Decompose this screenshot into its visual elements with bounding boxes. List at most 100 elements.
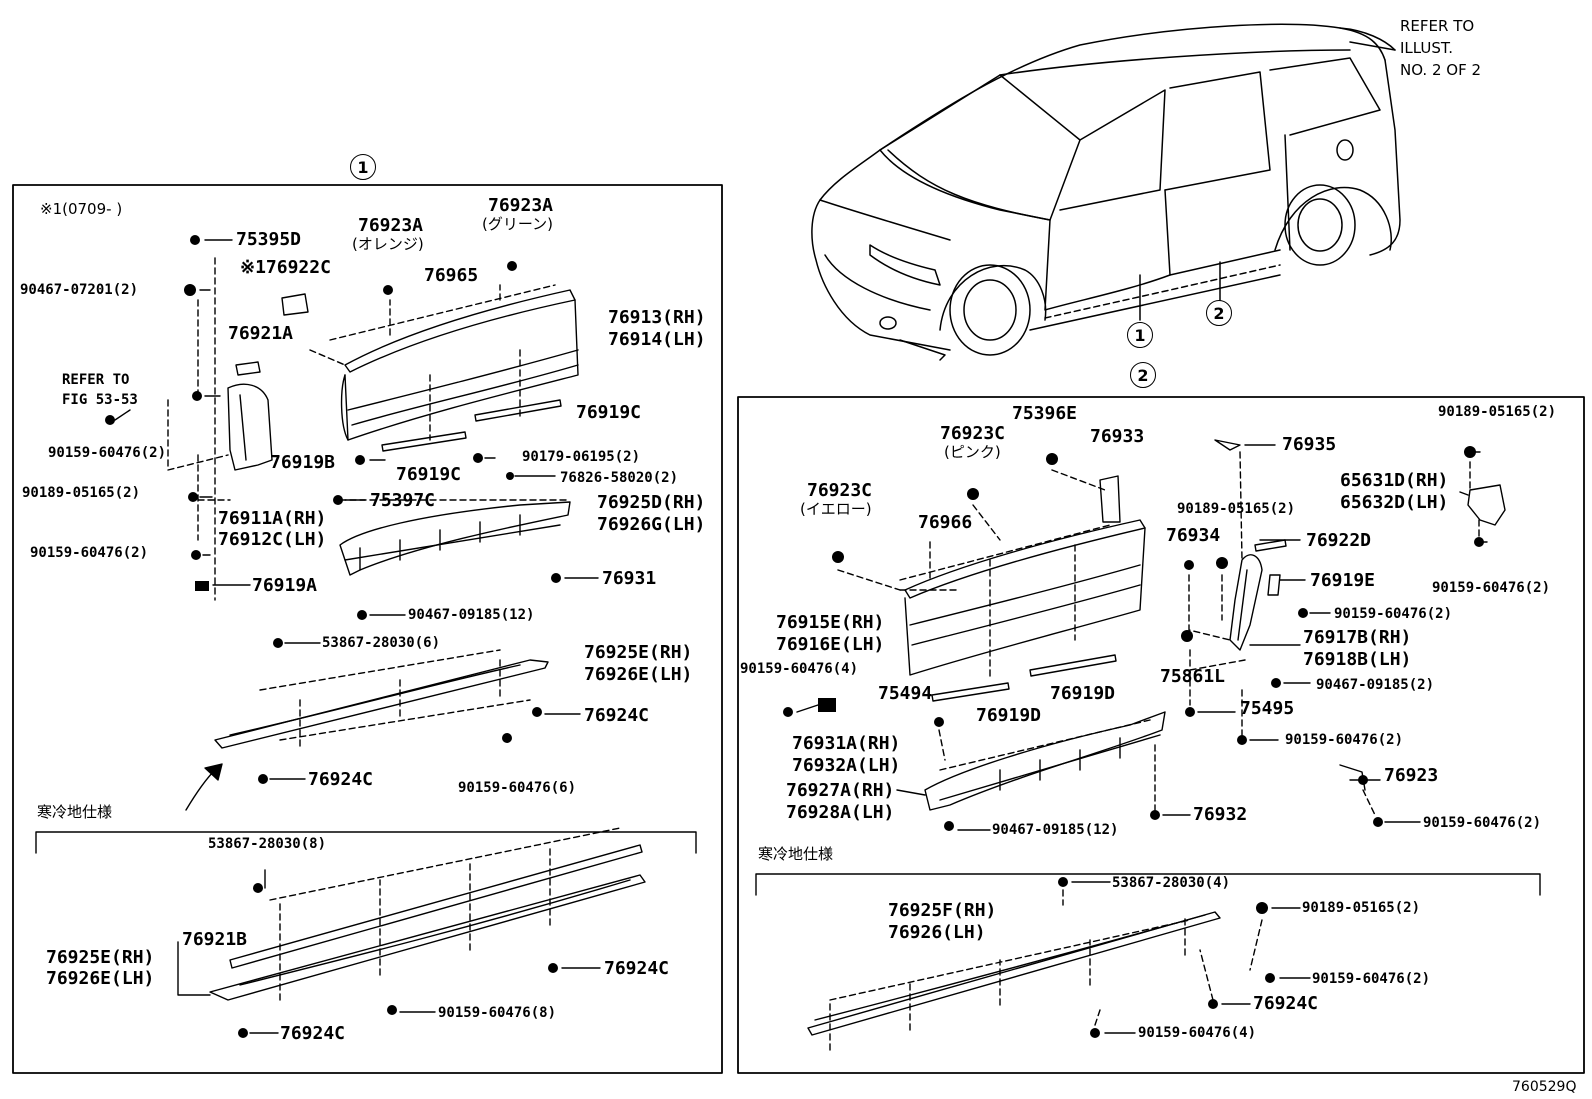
part-label: 76933 <box>1090 426 1145 447</box>
part-label: 75395D <box>236 229 302 250</box>
refer-illust-line3: NO. 2 OF 2 <box>1400 61 1482 79</box>
part-label: 76923 <box>1384 765 1439 786</box>
part-label: 76925D(RH) <box>597 492 706 513</box>
refer-illust-line2: ILLUST. <box>1400 39 1454 57</box>
part-label: 53867-28030(4) <box>1112 875 1231 891</box>
part-label: 90159-60476(8) <box>438 1005 557 1021</box>
part-label: 90179-06195(2) <box>522 449 641 465</box>
part-label: 76934 <box>1166 525 1221 546</box>
cold-spec-label-left: 寒冷地仕様 <box>37 803 113 821</box>
part-label: 76927A(RH) <box>786 780 895 801</box>
panel-frame-2 <box>737 396 1585 1074</box>
part-label-color: (グリーン) <box>482 215 553 233</box>
part-label-color: (ピンク) <box>944 443 1001 461</box>
part-label: 90159-60476(4) <box>740 661 859 677</box>
note-label: ※1(0709- ) <box>40 200 123 218</box>
part-label: 76919C <box>576 402 642 423</box>
callout-car-2: 2 <box>1206 300 1232 326</box>
part-label: 76922D <box>1306 530 1372 551</box>
part-label: 76914(LH) <box>608 329 706 350</box>
part-label: 90467-09185(12) <box>992 822 1119 838</box>
part-label: 76931A(RH) <box>792 733 901 754</box>
part-label: 90159-60476(2) <box>48 445 167 461</box>
part-label: 76924C <box>1253 993 1319 1014</box>
part-label: 76966 <box>918 512 973 533</box>
part-label: 76923C <box>807 480 873 501</box>
cold-spec-bracket-right <box>755 873 1541 896</box>
part-label: 76917B(RH) <box>1303 627 1412 648</box>
part-label: 90159-60476(2) <box>1334 606 1453 622</box>
part-label: 90189-05165(2) <box>22 485 141 501</box>
callout-car-1: 1 <box>1127 322 1153 348</box>
part-label: 76912C(LH) <box>218 529 327 550</box>
part-label: 90159-60476(2) <box>1312 971 1431 987</box>
part-label: 76921A <box>228 323 294 344</box>
vehicle-illustration <box>811 23 1401 361</box>
part-label: 76926E(LH) <box>46 968 155 989</box>
cold-spec-label-right: 寒冷地仕様 <box>758 845 834 863</box>
part-label: 76923A <box>488 195 554 216</box>
part-label: 76935 <box>1282 434 1337 455</box>
part-label: 53867-28030(8) <box>208 836 327 852</box>
right-panel-parts <box>783 439 1506 1051</box>
part-label: 76919B <box>270 452 336 473</box>
part-label: 76923A <box>358 215 424 236</box>
part-label: 76919D <box>976 705 1042 726</box>
callout-panel-2: 2 <box>1130 362 1156 388</box>
part-label: 76918B(LH) <box>1303 649 1412 670</box>
drawing-number: 760529Q <box>1512 1079 1577 1095</box>
part-label: 76916E(LH) <box>776 634 885 655</box>
part-label: 75396E <box>1012 403 1078 424</box>
part-label: 76924C <box>584 705 650 726</box>
part-label: 76931 <box>602 568 657 589</box>
part-label: 90467-09185(2) <box>1316 677 1435 693</box>
part-label: 76921B <box>182 929 248 950</box>
part-label: 76919D <box>1050 683 1116 704</box>
part-label: 75397C <box>370 490 436 511</box>
part-label: 76919E <box>1310 570 1376 591</box>
part-label: 76926G(LH) <box>597 514 706 535</box>
part-label: 90189-05165(2) <box>1177 501 1296 517</box>
part-label: 76928A(LH) <box>786 802 895 823</box>
part-label: 76932A(LH) <box>792 755 901 776</box>
part-label: 76924C <box>308 769 374 790</box>
cold-spec-bracket-left <box>35 831 697 854</box>
part-label-color: (イエロー) <box>800 500 872 518</box>
refer-fig-line2: FIG 53-53 <box>62 392 138 408</box>
part-label: 90159-60476(2) <box>30 545 149 561</box>
part-label: 76932 <box>1193 804 1248 825</box>
part-label: 75861L <box>1160 666 1226 687</box>
part-label: 76965 <box>424 265 479 286</box>
part-label: 76925E(RH) <box>46 947 155 968</box>
refer-illust-line1: REFER TO <box>1400 17 1475 35</box>
part-label: 65631D(RH) <box>1340 470 1449 491</box>
callout-panel-1: 1 <box>350 154 376 180</box>
part-label: 76924C <box>280 1023 346 1044</box>
part-label: 76826-58020(2) <box>560 470 679 486</box>
part-label: 76925F(RH) <box>888 900 997 921</box>
part-label: 76919A <box>252 575 318 596</box>
part-label: 90159-60476(2) <box>1423 815 1542 831</box>
refer-fig-line1: REFER TO <box>62 372 130 388</box>
part-label: 90159-60476(2) <box>1285 732 1404 748</box>
part-label-color: (オレンジ) <box>352 235 424 253</box>
part-label: 90189-05165(2) <box>1302 900 1421 916</box>
part-label: 76913(RH) <box>608 307 706 328</box>
left-panel-parts <box>105 235 646 1038</box>
part-label: 76926(LH) <box>888 922 986 943</box>
part-label: 90467-07201(2) <box>20 282 139 298</box>
part-label: 53867-28030(6) <box>322 635 441 651</box>
part-label: 90159-60476(6) <box>458 780 577 796</box>
part-label: 90467-09185(12) <box>408 607 535 623</box>
part-label: 76919C <box>396 464 462 485</box>
part-label: 76923C <box>940 423 1006 444</box>
part-label: 75494 <box>878 683 933 704</box>
part-label: 75495 <box>1240 698 1295 719</box>
part-label: 90159-60476(2) <box>1432 580 1551 596</box>
part-label: 76924C <box>604 958 670 979</box>
part-label: ※176922C <box>240 257 331 278</box>
part-label: 90189-05165(2) <box>1438 404 1557 420</box>
part-label: 76925E(RH) <box>584 642 693 663</box>
